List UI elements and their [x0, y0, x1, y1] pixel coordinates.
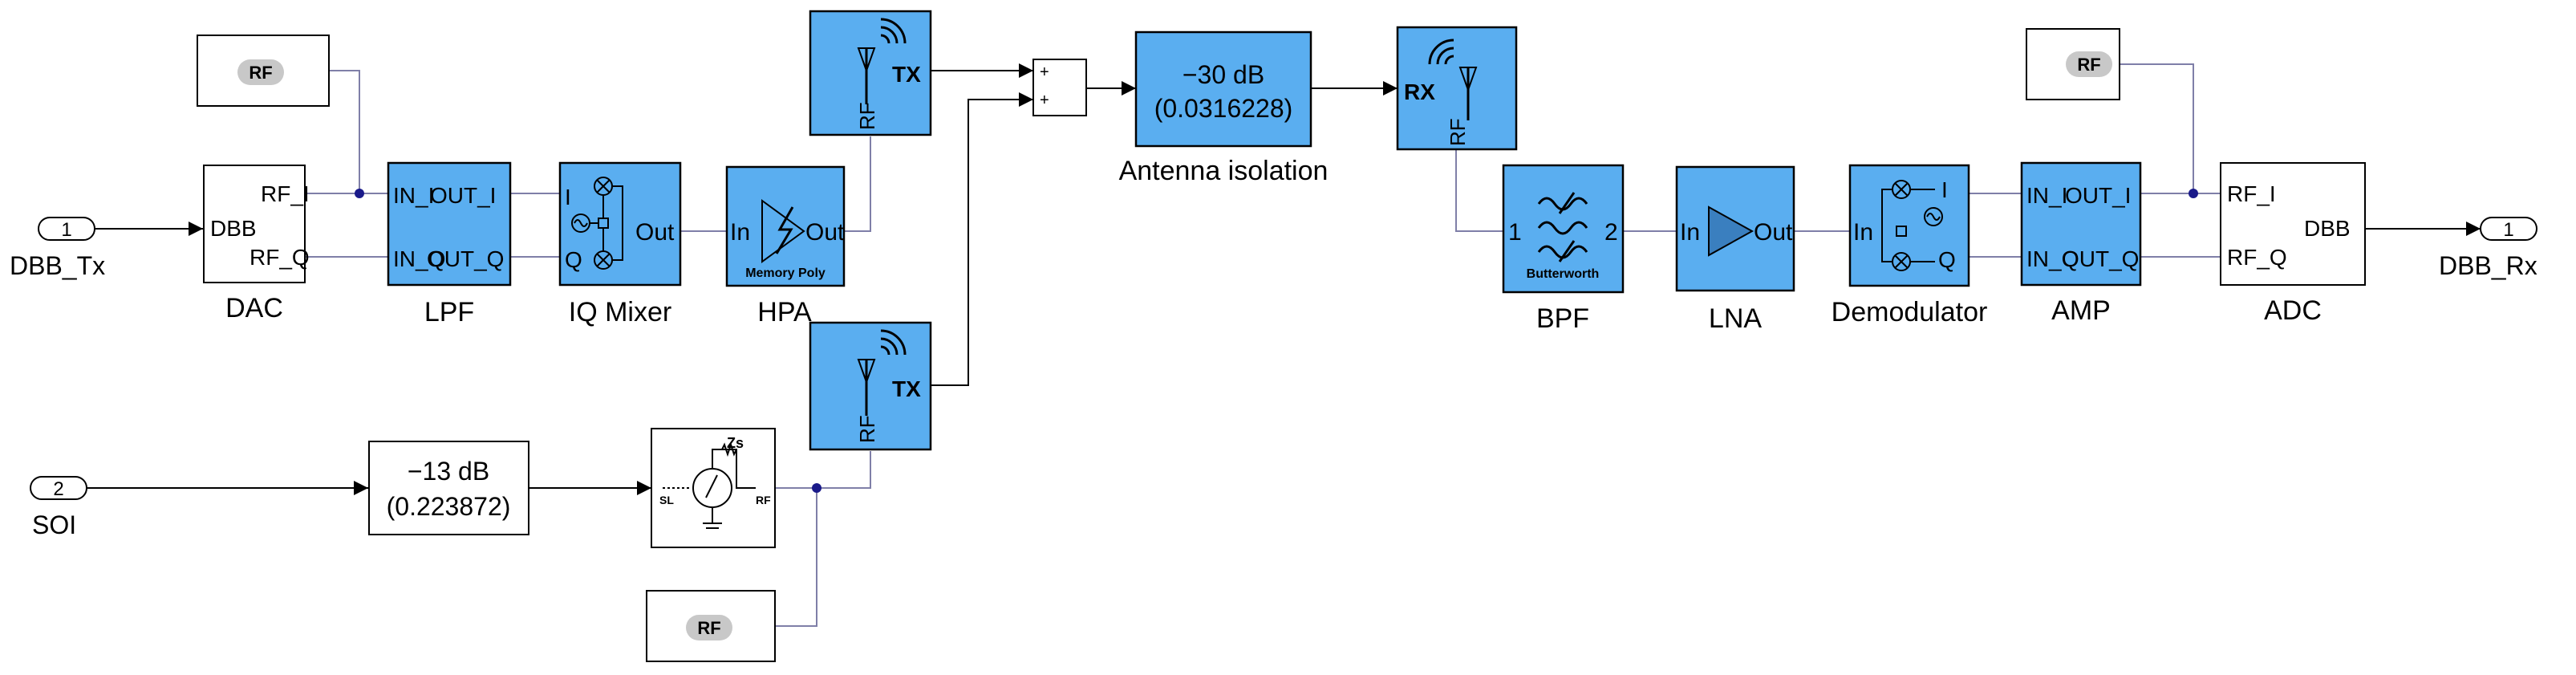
rx-label: RX — [1404, 79, 1435, 104]
bpf-port-2: 2 — [1604, 219, 1618, 246]
input-port-dbb-tx[interactable]: 1 DBB_Tx — [10, 217, 105, 280]
demod-in: In — [1853, 219, 1873, 246]
demodulator-block[interactable]: In I Q Demodulator — [1832, 164, 1988, 327]
port-label: DBB_Tx — [10, 251, 105, 280]
rf-block-right[interactable]: RF — [2026, 28, 2120, 100]
adc-block[interactable]: RF_I DBB RF_Q ADC — [2220, 162, 2366, 326]
mixer-name: IQ Mixer — [569, 297, 671, 327]
rf-label: RF — [697, 618, 720, 638]
wires — [87, 63, 2481, 627]
lpf-in-i: IN_I — [393, 183, 434, 208]
filter-wave-icon — [1537, 192, 1588, 262]
demod-q: Q — [1938, 247, 1956, 272]
rf-label: RF — [249, 63, 272, 83]
mixer-out: Out — [635, 219, 675, 246]
rf-block-top[interactable]: RF — [197, 35, 330, 107]
bpf-type: Butterworth — [1527, 267, 1600, 281]
hpa-model: Memory Poly — [745, 266, 826, 280]
port-label: SOI — [32, 510, 76, 539]
lpf-in-q: IN_Q — [393, 246, 445, 271]
mixer-icon — [571, 177, 623, 270]
lna-name: LNA — [1709, 303, 1762, 334]
hpa-block[interactable]: In Out Memory Poly HPA — [725, 165, 846, 327]
adc-rf-q: RF_Q — [2227, 245, 2287, 270]
sum-plus-1: + — [1040, 63, 1049, 81]
amp-out-q: OUT_Q — [2062, 246, 2139, 271]
dac-dbb: DBB — [210, 216, 257, 241]
adc-rf-i: RF_I — [2227, 181, 2276, 206]
rx-antenna-block[interactable]: RX RF — [1396, 26, 1518, 151]
lna-out: Out — [1754, 219, 1793, 246]
bpf-block[interactable]: 1 2 Butterworth BPF — [1502, 164, 1625, 334]
mixer-q: Q — [565, 247, 582, 272]
hpa-out: Out — [805, 219, 845, 246]
source-zs: Zs — [727, 435, 744, 451]
demod-i: I — [1941, 177, 1948, 202]
antenna-icon — [1428, 39, 1478, 120]
amplifier-bolt-icon — [761, 199, 805, 263]
mixer-icon — [1881, 180, 1943, 271]
lna-block[interactable]: In Out LNA — [1675, 165, 1795, 334]
sum-plus-2: + — [1040, 91, 1049, 109]
dac-rf-i: RF_I — [261, 181, 310, 206]
adc-dbb: DBB — [2304, 216, 2351, 241]
amp-block[interactable]: IN_I OUT_I IN_Q OUT_Q AMP — [2020, 161, 2142, 326]
output-port-dbb-rx[interactable]: 1 DBB_Rx — [2439, 217, 2537, 280]
adc-name: ADC — [2264, 295, 2322, 326]
hpa-in: In — [730, 219, 750, 246]
amp-out-i: OUT_I — [2065, 183, 2131, 208]
signal-source-block[interactable]: Zs SL RF — [651, 428, 776, 548]
hpa-name: HPA — [757, 297, 812, 327]
tx-rf: RF — [855, 102, 879, 130]
port-number: 2 — [53, 478, 63, 500]
dac-name: DAC — [225, 293, 283, 323]
dac-block[interactable]: RF_I DBB RF_Q DAC — [203, 165, 310, 323]
soi-gain-db: −13 dB — [408, 457, 489, 486]
isolation-gain-db: −30 dB — [1183, 60, 1264, 89]
amp-in-q: IN_Q — [2026, 246, 2079, 271]
voltage-source-icon — [663, 441, 756, 529]
amplifier-triangle-icon — [1708, 205, 1755, 257]
rx-rf: RF — [1446, 118, 1470, 146]
demod-name: Demodulator — [1832, 297, 1988, 327]
tx-antenna-block-1[interactable]: TX RF — [809, 10, 932, 136]
port-number: 1 — [61, 219, 71, 241]
amp-in-i: IN_I — [2026, 183, 2067, 208]
port-label: DBB_Rx — [2439, 251, 2537, 280]
sum-block[interactable]: + + — [1032, 59, 1087, 116]
antenna-isolation-block[interactable]: −30 dB (0.0316228) Antenna isolation — [1119, 30, 1329, 186]
antenna-icon — [857, 329, 907, 416]
soi-gain-block[interactable]: −13 dB (0.223872) — [368, 441, 529, 535]
bpf-port-1: 1 — [1508, 219, 1522, 246]
iq-mixer-block[interactable]: I Q Out IQ Mixer — [558, 161, 682, 327]
lpf-name: LPF — [424, 297, 474, 327]
dac-rf-q: RF_Q — [249, 245, 310, 270]
lna-in: In — [1680, 219, 1700, 246]
antenna-icon — [857, 18, 907, 104]
port-number: 1 — [2503, 219, 2513, 241]
bpf-name: BPF — [1536, 303, 1589, 334]
input-port-soi[interactable]: 2 SOI — [30, 476, 87, 539]
amp-name: AMP — [2051, 295, 2111, 326]
isolation-gain-linear: (0.0316228) — [1154, 94, 1293, 123]
tx-label: TX — [892, 62, 921, 87]
rf-label: RF — [2077, 55, 2100, 75]
source-sl: SL — [659, 494, 674, 506]
soi-gain-linear: (0.223872) — [387, 492, 511, 521]
lpf-out-i: OUT_I — [430, 183, 496, 208]
lpf-block[interactable]: IN_I OUT_I IN_Q OUT_Q LPF — [387, 161, 512, 327]
rf-block-bottom[interactable]: RF — [646, 590, 776, 662]
tx-antenna-block-2[interactable]: TX RF — [809, 321, 932, 451]
tx-label: TX — [892, 376, 921, 401]
isolation-name: Antenna isolation — [1119, 156, 1329, 186]
source-rf: RF — [756, 494, 771, 506]
mixer-i: I — [565, 185, 571, 209]
tx-rf: RF — [855, 415, 879, 443]
lpf-out-q: OUT_Q — [427, 246, 504, 271]
